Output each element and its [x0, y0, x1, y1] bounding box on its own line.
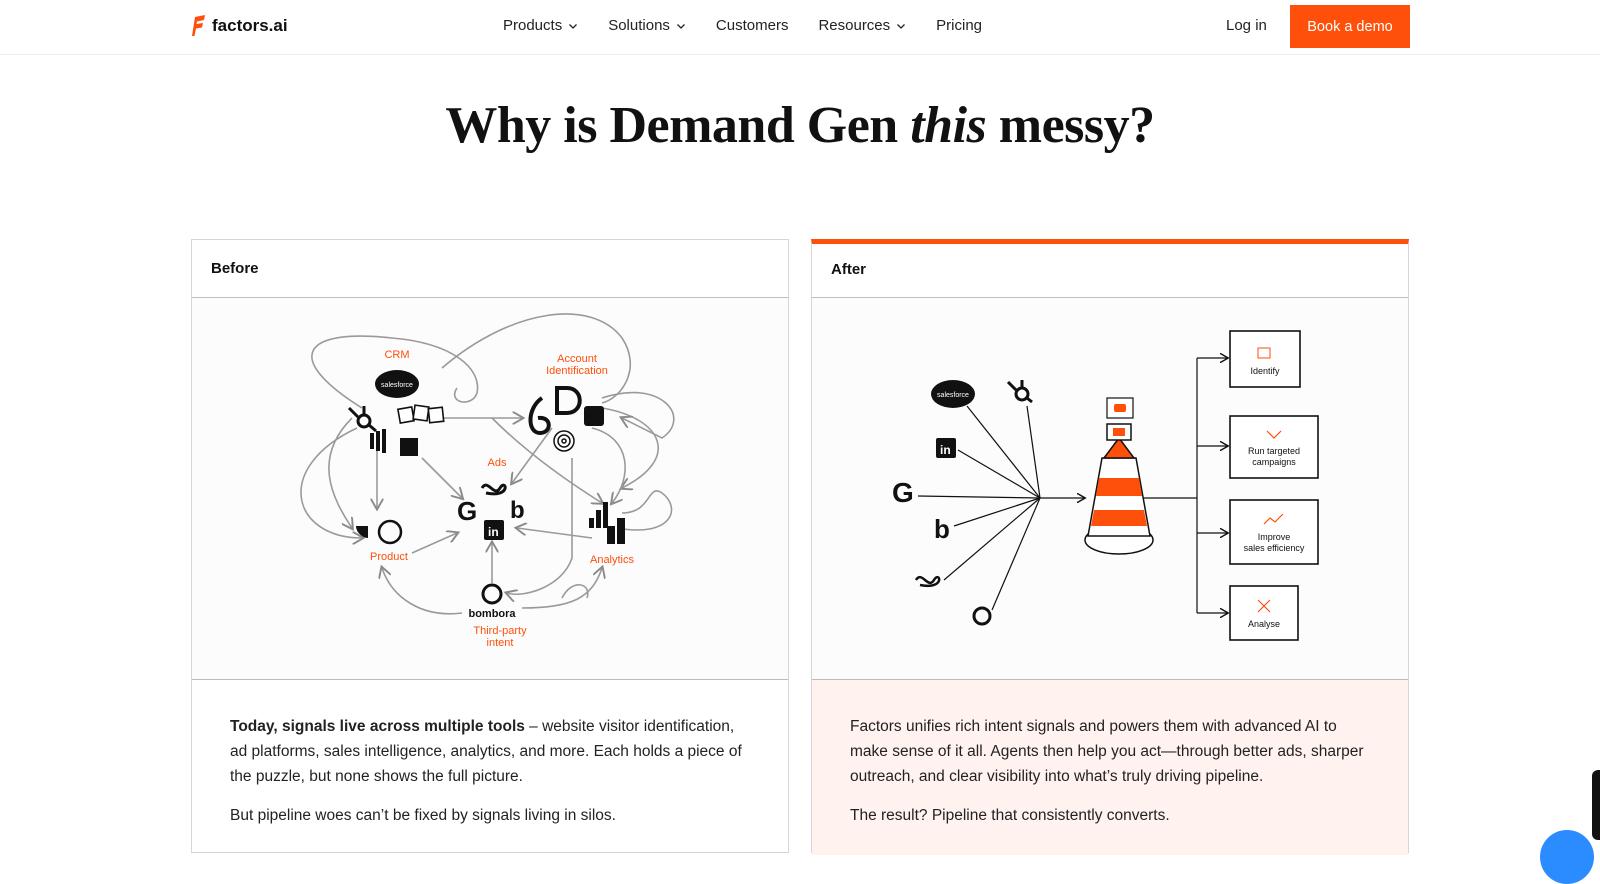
title-post: messy?	[986, 97, 1155, 154]
label-product: Product	[370, 551, 408, 563]
outcome-identify: Identify	[1229, 330, 1301, 388]
login-link[interactable]: Log in	[1226, 17, 1267, 34]
salesforce-wordmark: salesforce	[381, 382, 413, 389]
chevron-down-icon	[676, 23, 685, 29]
brand-name: factors.ai	[212, 16, 288, 35]
google-icon: G	[457, 496, 477, 526]
main-menu: Products Solutions Customers Resources P…	[503, 17, 1012, 34]
salesforce-icon: salesforce	[931, 380, 975, 408]
bing-icon: b	[934, 514, 950, 544]
before-illustration: CRM Account Identification Ads Product A…	[192, 298, 788, 680]
mixpanel-icon	[607, 518, 625, 544]
meta-icon	[914, 575, 941, 588]
linkedin-icon	[936, 438, 956, 458]
marketo-icon	[370, 429, 386, 453]
before-text: Today, signals live across multiple tool…	[192, 680, 788, 876]
label-third-party-2: intent	[487, 637, 514, 649]
chevron-down-icon	[569, 23, 578, 29]
outcome-improve-efficiency: Improve sales efficiency	[1229, 499, 1319, 565]
salesforce-wordmark: salesforce	[937, 392, 969, 399]
growth-icon	[1263, 513, 1284, 525]
sixsense-icon	[528, 396, 551, 436]
outcome-run-campaigns: Run targeted campaigns	[1229, 415, 1319, 479]
after-paragraph-2: The result? Pipeline that consistently c…	[850, 807, 1170, 824]
label-analytics: Analytics	[590, 554, 635, 566]
hubspot-icon	[347, 406, 377, 433]
nav-products-label: Products	[503, 17, 563, 34]
outcome-improve-label-2: sales efficiency	[1244, 543, 1305, 553]
salesforce-icon: salesforce	[375, 370, 419, 398]
nav-products[interactable]: Products	[503, 17, 578, 34]
factors-logo-icon	[192, 15, 205, 36]
lighthouse-icon	[1084, 423, 1154, 555]
book-demo-button[interactable]: Book a demo	[1290, 5, 1410, 48]
analyse-icon	[1257, 599, 1271, 613]
nav-solutions[interactable]: Solutions	[608, 17, 686, 34]
nav-resources[interactable]: Resources	[818, 17, 906, 34]
outcome-improve-label-1: Improve	[1258, 532, 1291, 542]
demandbase-icon	[555, 386, 582, 415]
brand-logo[interactable]: factors.ai	[192, 15, 288, 37]
after-paragraph-1: Factors unifies rich intent signals and …	[850, 718, 1364, 785]
label-ads: Ads	[488, 457, 507, 469]
label-account-1: Account	[557, 353, 597, 365]
google-analytics-icon	[589, 502, 608, 528]
before-card-title: Before	[192, 240, 788, 298]
outcome-identify-label: Identify	[1250, 366, 1280, 376]
nav-customers[interactable]: Customers	[716, 17, 789, 34]
lighthouse-diagram: salesforce in G b	[892, 330, 1319, 641]
after-card: After salesforce in G b	[811, 239, 1409, 855]
outcome-analyse: Analyse	[1229, 585, 1299, 641]
hubspot-icon	[1006, 380, 1033, 404]
before-rest-text: – website visitor identification, ad pla…	[230, 718, 742, 785]
label-crm: CRM	[384, 349, 409, 361]
title-emphasis: this	[910, 97, 987, 154]
g2-icon	[481, 583, 503, 605]
svg-text:in: in	[940, 443, 951, 457]
after-text: Factors unifies rich intent signals and …	[812, 680, 1408, 855]
top-nav: factors.ai Products Solutions Customers …	[0, 0, 1600, 55]
before-bold-text: Today, signals live across multiple tool…	[230, 718, 525, 735]
ai-agent-icon	[1106, 397, 1134, 419]
identify-icon	[1257, 347, 1271, 359]
label-third-party-1: Third-party	[473, 625, 527, 637]
svg-text:in: in	[488, 525, 499, 539]
linkedin-icon	[484, 520, 504, 540]
chat-launcher-button[interactable]	[1540, 830, 1594, 884]
g2-icon	[972, 606, 992, 626]
nav-pricing-label: Pricing	[936, 17, 983, 34]
title-pre: Why is Demand Gen	[445, 97, 911, 154]
nav-pricing[interactable]: Pricing	[936, 17, 982, 34]
clearbit-icon	[584, 406, 604, 426]
square-logo-icon	[400, 438, 418, 456]
before-card: Before	[191, 239, 789, 853]
bing-icon: b	[510, 497, 525, 524]
before-paragraph-1: Today, signals live across multiple tool…	[230, 714, 750, 789]
after-card-title: After	[812, 244, 1408, 298]
page-title: Why is Demand Gen this messy?	[0, 96, 1600, 155]
google-icon: G	[892, 477, 914, 508]
bombora-wordmark: bombora	[468, 608, 516, 620]
pendo-icon	[356, 526, 368, 538]
nav-resources-label: Resources	[818, 17, 891, 34]
segment-icon	[377, 519, 403, 545]
label-account-2: Identification	[546, 365, 608, 377]
before-paragraph-2: But pipeline woes can’t be fixed by sign…	[230, 807, 616, 824]
outcome-run-label-2: campaigns	[1252, 457, 1296, 467]
zoominfo-icon	[396, 404, 445, 425]
tool-mess-diagram: CRM Account Identification Ads Product A…	[300, 313, 675, 649]
fingerprint-icon	[553, 430, 575, 452]
meta-icon	[480, 483, 507, 496]
side-widget-tab[interactable]	[1592, 770, 1600, 840]
nav-customers-label: Customers	[715, 17, 789, 34]
outcome-run-label-1: Run targeted	[1248, 446, 1300, 456]
outcome-analyse-label: Analyse	[1248, 619, 1280, 629]
campaign-icon	[1266, 430, 1282, 439]
nav-solutions-label: Solutions	[608, 17, 670, 34]
chevron-down-icon	[897, 23, 906, 29]
after-illustration: salesforce in G b	[812, 298, 1408, 680]
